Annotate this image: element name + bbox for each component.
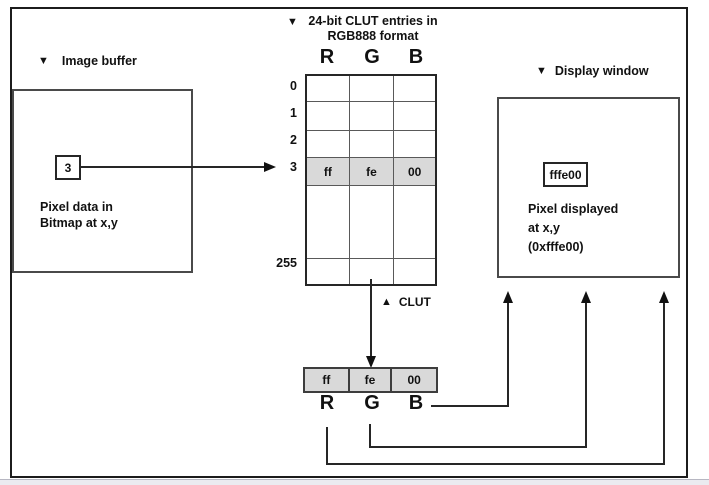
- clut-cell: [307, 102, 350, 130]
- g-connector-v1: [369, 424, 371, 448]
- clut-cell: [307, 131, 350, 157]
- image-buffer-label: ▼ Image buffer: [38, 54, 137, 68]
- clut-table: ff fe 00: [305, 74, 437, 286]
- clut-cell: [307, 186, 350, 258]
- displayed-pixel-box: fffe00: [543, 162, 588, 187]
- r-connector-h: [326, 463, 665, 465]
- index-arrow-line: [81, 166, 266, 168]
- caption-line: at x,y: [528, 221, 560, 235]
- pixel-value: 3: [64, 160, 72, 175]
- index-arrowhead-icon: [264, 162, 276, 172]
- clut-cell: [350, 186, 395, 258]
- display-window-caption: Pixel displayed at x,y (0xfffe00): [528, 200, 618, 257]
- clut-label: ▲ CLUT: [381, 295, 431, 309]
- clut-output-arrow-line: [370, 279, 372, 358]
- column-header-g: G: [364, 46, 380, 68]
- row-label-0: 0: [290, 79, 297, 93]
- clut-output-arrowhead-icon: [366, 356, 376, 368]
- strip-cell-g: fe: [350, 369, 393, 391]
- clut-cell: [350, 131, 395, 157]
- down-triangle-icon: ▼: [536, 64, 547, 77]
- down-triangle-icon: ▼: [287, 16, 298, 28]
- clut-cell: [394, 259, 435, 284]
- r-connector-v1: [326, 427, 328, 465]
- clut-cell: [394, 76, 435, 101]
- strip-cell-r: ff: [305, 369, 350, 391]
- row-label-3: 3: [290, 160, 297, 174]
- table-row: [307, 102, 435, 131]
- display-window-label-text: Display window: [554, 64, 649, 78]
- strip-letter-b: B: [408, 392, 424, 414]
- table-row: [307, 259, 435, 284]
- r-arrowhead-icon: [659, 291, 669, 303]
- g-connector-h: [369, 446, 587, 448]
- clut-column-headers: R G B: [305, 46, 437, 68]
- strip-cell-b: 00: [407, 373, 421, 387]
- b-connector-v: [507, 303, 509, 407]
- clut-cell: [394, 102, 435, 130]
- table-row: [307, 131, 435, 158]
- row-label-255: 255: [276, 256, 297, 270]
- clut-cell-b: 00: [394, 158, 435, 185]
- image-buffer-box: [12, 89, 193, 273]
- r-connector-v2: [663, 303, 665, 465]
- window-bottom-strip: [0, 479, 709, 485]
- clut-cell-g: fe: [349, 158, 395, 185]
- b-arrowhead-icon: [503, 291, 513, 303]
- displayed-pixel-value: fffe00: [549, 167, 582, 182]
- output-strip: ff fe 00: [303, 367, 438, 393]
- image-buffer-caption: Pixel data in Bitmap at x,y: [40, 199, 118, 231]
- down-triangle-icon: ▼: [38, 54, 49, 67]
- caption-line: Bitmap at x,y: [40, 216, 118, 230]
- table-row: [307, 76, 435, 102]
- clut-cell: [350, 76, 395, 101]
- clut-cell: [307, 259, 350, 284]
- clut-cell: [394, 131, 435, 157]
- clut-title-line1: 24-bit CLUT entries in: [308, 14, 438, 28]
- diagram-border: [10, 7, 688, 478]
- clut-title-line2: RGB888 format: [327, 29, 419, 43]
- row-label-2: 2: [290, 133, 297, 147]
- table-row-highlighted: ff fe 00: [307, 158, 435, 186]
- clut-label-text: CLUT: [398, 295, 431, 309]
- display-window-label: ▼ Display window: [536, 64, 649, 78]
- column-header-b: B: [408, 46, 424, 68]
- column-header-r: R: [319, 46, 335, 68]
- g-arrowhead-icon: [581, 291, 591, 303]
- clut-title: 24-bit CLUT entries in RGB888 format: [302, 14, 444, 44]
- up-triangle-icon: ▲: [381, 295, 392, 308]
- row-label-1: 1: [290, 106, 297, 120]
- image-buffer-label-text: Image buffer: [61, 54, 137, 68]
- caption-line: Pixel data in: [40, 200, 113, 214]
- clut-cell: [350, 102, 395, 130]
- b-connector-h: [431, 405, 509, 407]
- clut-cell: [307, 76, 350, 101]
- display-window-box: [497, 97, 680, 278]
- strip-letter-r: R: [319, 392, 335, 414]
- caption-line: (0xfffe00): [528, 240, 584, 254]
- caption-line: Pixel displayed: [528, 202, 619, 216]
- clut-cell: [394, 186, 435, 258]
- clut-cell: [350, 259, 395, 284]
- table-row: [307, 186, 435, 259]
- g-connector-v2: [585, 303, 587, 448]
- clut-cell-r: ff: [307, 158, 350, 185]
- output-strip-letters: R G B: [305, 392, 437, 414]
- pixel-value-box: 3: [55, 155, 81, 180]
- strip-letter-g: G: [364, 392, 380, 414]
